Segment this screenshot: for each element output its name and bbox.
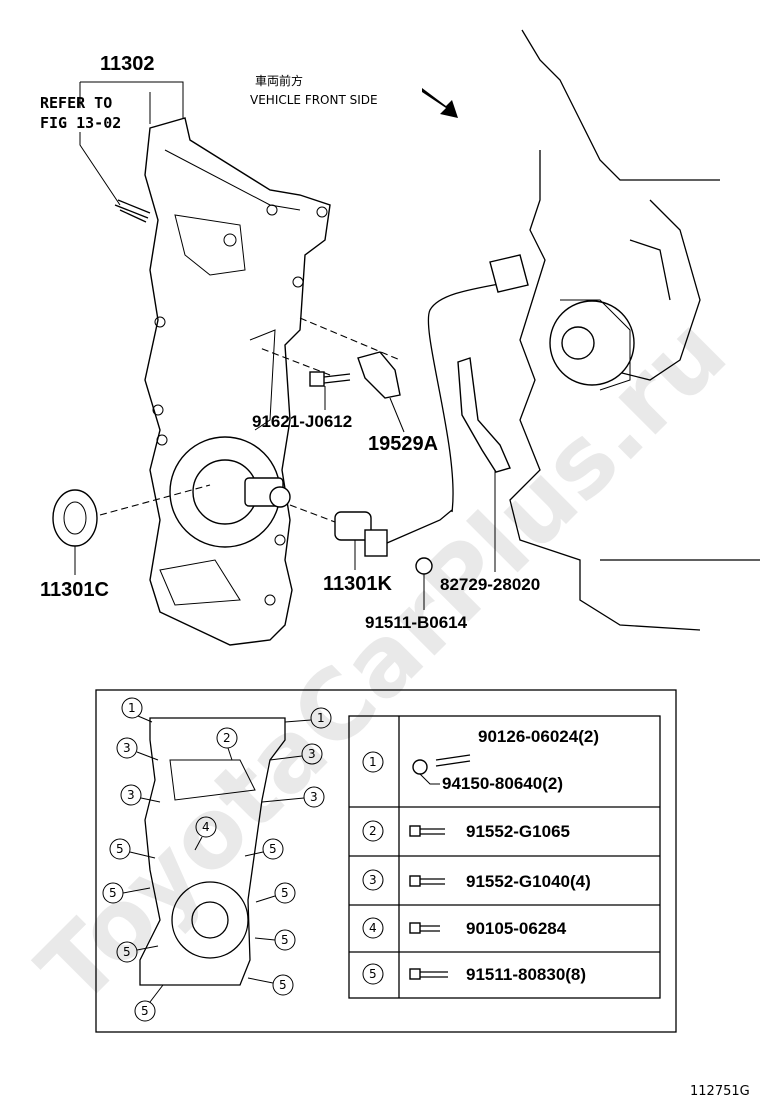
svg-text:4: 4 — [202, 820, 210, 834]
svg-text:1: 1 — [128, 701, 136, 715]
callout-3d: 3 — [261, 786, 325, 808]
callout-5b: 5 — [244, 838, 284, 860]
svg-text:5: 5 — [123, 945, 131, 959]
label-82729-28020: 82729-28020 — [440, 575, 540, 594]
figure-id: 112751G — [690, 1084, 750, 1099]
callout-5f: 5 — [254, 929, 296, 951]
callout-5c: 5 — [102, 882, 151, 904]
inset-callouts: 1 1 2 3 3 3 3 4 5 5 5 5 5 5 5 5 — [102, 697, 332, 1022]
label-91621-J0612: 91621-J0612 — [252, 412, 352, 431]
svg-text:90105-06284: 90105-06284 — [466, 919, 567, 938]
callout-3b: 3 — [269, 743, 323, 765]
svg-text:3: 3 — [310, 790, 318, 804]
svg-text:3: 3 — [127, 788, 135, 802]
callout-1a: 1 — [121, 697, 153, 723]
svg-text:2: 2 — [369, 824, 377, 838]
label-91511-B0614: 91511-B0614 — [365, 613, 468, 632]
legend-row-3: 3 91552-G1040(4) — [362, 869, 591, 891]
label-11301K: 11301K — [323, 573, 393, 595]
engine-block-drawing — [509, 29, 760, 631]
svg-text:5: 5 — [369, 967, 377, 981]
oil-seal-drawing — [52, 489, 98, 547]
svg-text:91511-80830(8): 91511-80830(8) — [466, 965, 586, 984]
legend-row-1: 1 90126-06024(2) 94150-80640(2) — [362, 727, 599, 793]
svg-text:5: 5 — [281, 886, 289, 900]
callout-5a: 5 — [109, 838, 156, 860]
callout-5h: 5 — [134, 984, 164, 1022]
bracket-19529a-drawing — [357, 351, 401, 399]
callout-5d: 5 — [255, 882, 296, 904]
svg-text:91552-G1065: 91552-G1065 — [466, 822, 570, 841]
callout-4: 4 — [194, 816, 217, 851]
svg-text:1: 1 — [317, 711, 325, 725]
label-19529A: 19529A — [368, 433, 438, 455]
bolt-91621-drawing — [309, 371, 351, 387]
bolt-legend-table: 1 90126-06024(2) 94150-80640(2) 2 91552-… — [348, 715, 661, 999]
svg-text:4: 4 — [369, 921, 377, 935]
svg-text:90126-06024(2): 90126-06024(2) — [478, 727, 599, 746]
callout-1b: 1 — [284, 707, 332, 729]
label-11301C: 11301C — [40, 579, 109, 601]
svg-text:5: 5 — [109, 886, 117, 900]
svg-text:3: 3 — [369, 873, 377, 887]
callout-5e: 5 — [116, 941, 159, 963]
label-front-en: VEHICLE FRONT SIDE — [250, 93, 378, 107]
svg-text:91552-G1040(4): 91552-G1040(4) — [466, 872, 591, 891]
watermark-text: ToyotaCarPlus.ru — [17, 296, 748, 1027]
svg-text:3: 3 — [308, 747, 316, 761]
callout-3c: 3 — [120, 784, 161, 806]
bracket-82729-drawing — [457, 357, 511, 473]
callout-3a: 3 — [116, 737, 159, 761]
cam-sensor-drawing — [334, 509, 453, 557]
front-arrow-icon — [422, 88, 458, 118]
label-refer-line1: REFER TO — [40, 94, 112, 112]
label-11302: 11302 — [100, 53, 155, 75]
bolt-91511-drawing — [415, 557, 433, 575]
timing-cover-drawing — [114, 117, 331, 646]
legend-row-4: 4 90105-06284 — [362, 917, 567, 939]
svg-text:1: 1 — [369, 755, 377, 769]
svg-text:5: 5 — [279, 978, 287, 992]
svg-text:5: 5 — [116, 842, 124, 856]
svg-text:5: 5 — [269, 842, 277, 856]
legend-row-2: 2 91552-G1065 — [362, 820, 570, 842]
svg-text:94150-80640(2): 94150-80640(2) — [442, 774, 563, 793]
inset-cover-drawing — [139, 717, 286, 986]
callout-2: 2 — [216, 727, 238, 761]
svg-text:5: 5 — [141, 1004, 149, 1018]
svg-text:5: 5 — [281, 933, 289, 947]
callout-5g: 5 — [247, 974, 294, 996]
harness-wire — [427, 279, 521, 513]
svg-text:2: 2 — [223, 731, 231, 745]
label-front-jp: 車両前方 — [255, 73, 303, 88]
inset-frame — [95, 689, 677, 1033]
svg-text:3: 3 — [123, 741, 131, 755]
label-refer-line2: FIG 13-02 — [40, 114, 121, 132]
legend-row-5: 5 91511-80830(8) — [362, 963, 586, 985]
